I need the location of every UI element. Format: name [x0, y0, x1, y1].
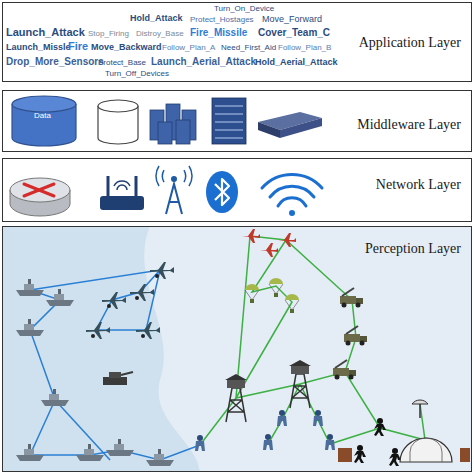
command-word: Follow_Plan_B: [278, 44, 331, 52]
command-word: Drop_More_Sensors: [6, 57, 104, 67]
command-word: Distroy_Base: [136, 30, 184, 38]
command-word: Turn_Off_Devices: [105, 70, 169, 78]
command-word: Hold_Aerial_Attack: [255, 58, 338, 67]
command-word: Stop_Firing: [88, 30, 129, 38]
layer-title: Middleware Layer: [355, 117, 463, 133]
command-word: Protect_Base: [98, 59, 146, 67]
layer-title: Perception Layer: [363, 241, 463, 257]
storage-label: Data: [34, 112, 51, 120]
command-word: Fire: [68, 41, 88, 52]
layer-band: Perception Layer: [2, 226, 472, 472]
command-word: Protect_Hostages: [190, 16, 254, 24]
command-word: Follow_Plan_A: [162, 44, 215, 52]
layer-title: Application Layer: [357, 35, 463, 51]
layer-band: Network Layer: [2, 158, 472, 222]
command-word: Turn_On_Device: [214, 5, 274, 13]
command-word: Launch_Missle: [6, 43, 71, 52]
layer-band: Middleware Layer: [2, 90, 472, 152]
command-word: Hold_Attack: [130, 14, 183, 23]
command-word: Move_Forward: [262, 15, 322, 24]
command-word: Launch_Attack: [6, 27, 85, 38]
command-word: Fire_Missile: [190, 28, 247, 38]
command-word: Cover_Team_C: [258, 28, 330, 38]
layer-title: Network Layer: [374, 177, 463, 193]
command-word: Need_First_Aid: [221, 44, 276, 52]
command-word: Launch_Aerial_Attack: [151, 57, 256, 67]
command-word: Move_Backward: [91, 43, 162, 52]
